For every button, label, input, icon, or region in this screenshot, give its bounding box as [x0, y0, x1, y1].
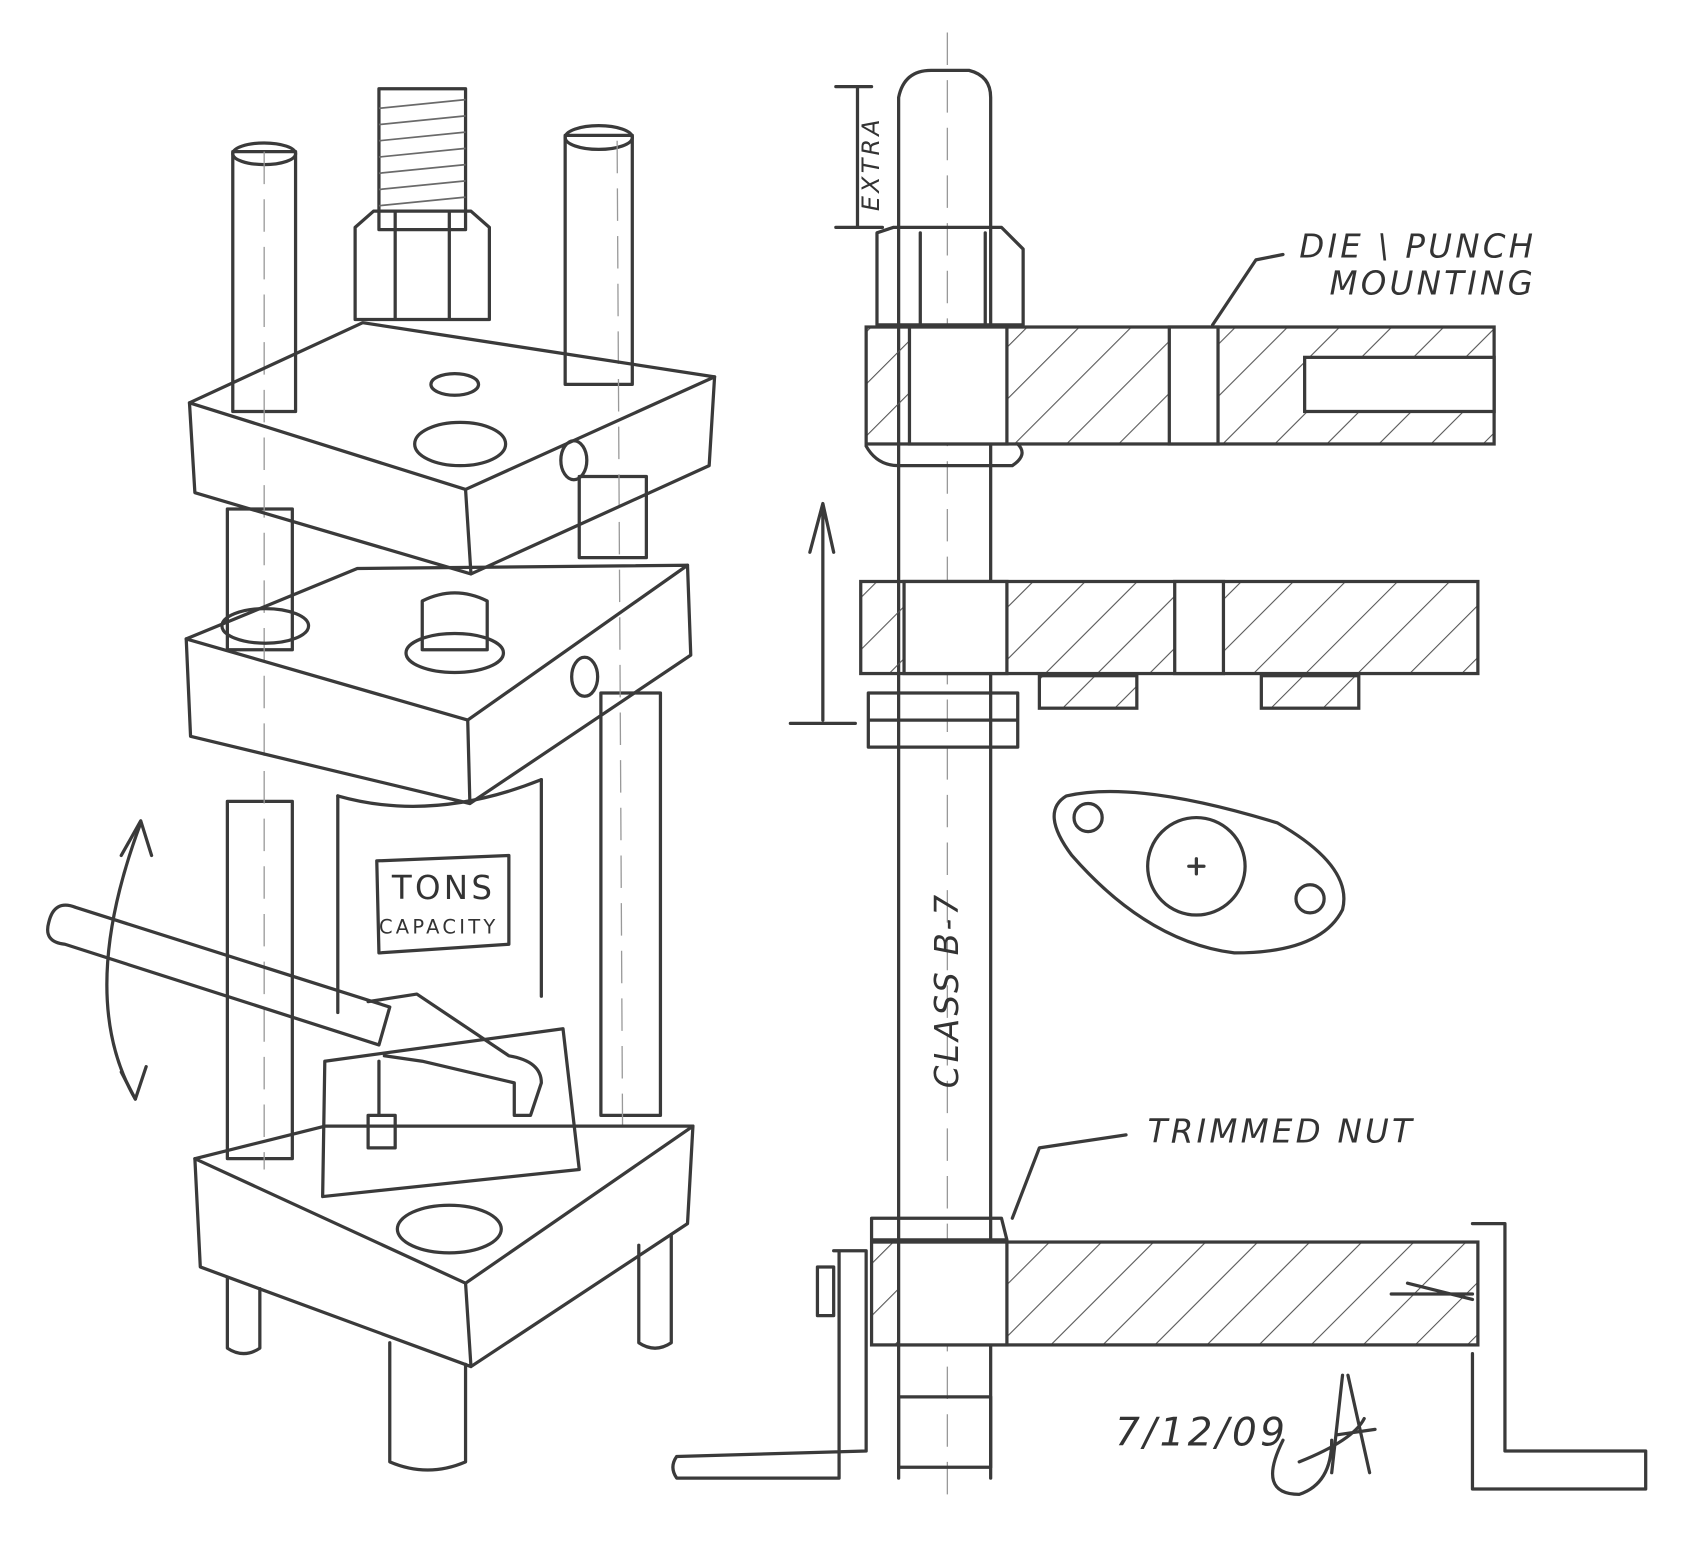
flange-plate-top-view: [1052, 789, 1346, 955]
ram-plate: [859, 579, 1480, 749]
base-plate: [193, 1124, 695, 1472]
swing-arrow: [105, 819, 154, 1101]
threaded-screw: [353, 87, 492, 322]
top-nut: [875, 225, 1025, 327]
top-plate: [187, 321, 717, 576]
die-punch-label: DIE \ PUNCH: [1299, 228, 1536, 266]
isometric-press: TONS CAPACITY: [46, 87, 717, 1472]
pump-handle: [46, 903, 543, 1150]
extra-dimension: EXTRA: [834, 85, 885, 230]
date-label: 7/12/09: [1115, 1411, 1288, 1456]
trimmed-nut-callout: TRIMMED NUT: [1010, 1112, 1415, 1220]
die-punch-callout: DIE \ PUNCH MOUNTING: [1210, 228, 1536, 327]
guide-rod-right: [563, 123, 663, 1127]
travel-arrow: [788, 501, 857, 725]
class-b7-rod: CLASS B-7: [897, 32, 993, 1495]
base-plate-section: [671, 1216, 1648, 1491]
trimmed-nut-label: TRIMMED NUT: [1148, 1112, 1415, 1150]
signature: [1270, 1373, 1377, 1496]
extra-label: EXTRA: [857, 116, 885, 211]
rod-label: CLASS B-7: [928, 892, 966, 1089]
cylinder-label-capacity: CAPACITY: [379, 915, 499, 938]
die-punch-plate: [864, 325, 1496, 468]
cylinder-label-tons: TONS: [391, 869, 495, 907]
jack-cylinder: TONS CAPACITY: [321, 778, 581, 1199]
section-view: CLASS B-7 EXTRA DIE \ PUNCH MOUNTING TR: [671, 32, 1648, 1496]
middle-plate: [184, 563, 693, 806]
mounting-label: MOUNTING: [1330, 265, 1536, 303]
